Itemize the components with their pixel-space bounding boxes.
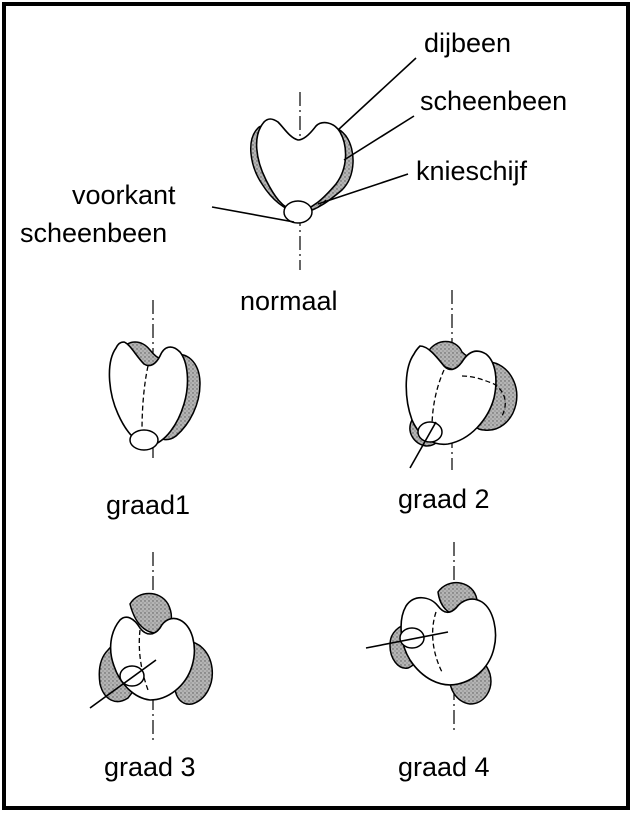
label-tibia-front-line1: voorkant (72, 182, 176, 209)
patella-normal (284, 201, 312, 223)
caption-grade-2: graad 2 (398, 486, 490, 513)
caption-grade-1: graad1 (106, 492, 190, 519)
figure-grade-4 (366, 542, 496, 730)
patella-grade-1 (130, 430, 158, 450)
caption-grade-3: graad 3 (104, 754, 196, 781)
label-patella: knieschijf (416, 158, 527, 185)
pointer-tibia (344, 116, 414, 160)
label-tibia: scheenbeen (420, 88, 567, 115)
label-tibia-front-line2: scheenbeen (20, 220, 167, 247)
figure-grade-1 (109, 300, 200, 462)
label-femur: dijbeen (424, 30, 511, 57)
caption-normal: normaal (240, 288, 338, 315)
figure-normal (212, 58, 416, 270)
pointer-tibia-front (212, 207, 294, 222)
caption-grade-4: graad 4 (398, 754, 490, 781)
pointer-femur (338, 58, 416, 130)
figure-grade-3 (90, 552, 212, 740)
figure-grade-2 (406, 290, 517, 470)
